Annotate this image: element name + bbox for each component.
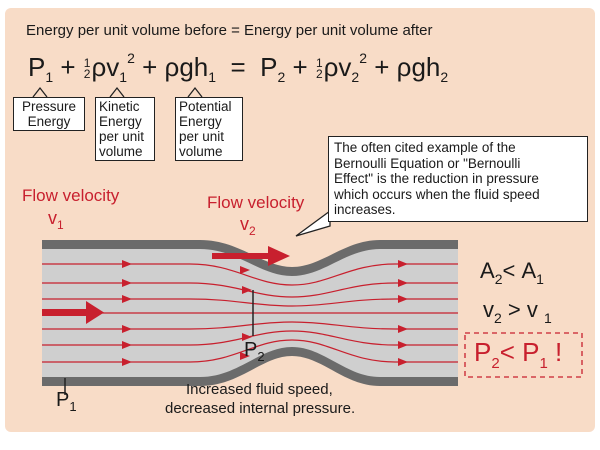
caret-pressure — [32, 86, 48, 98]
flow-velocity-1-label: Flow velocity — [22, 186, 120, 205]
eq-sub: 2 — [351, 69, 360, 85]
eq-pressure-1: P1 — [28, 52, 54, 85]
pressure-highlight-box — [464, 332, 583, 378]
arrowhead — [240, 352, 250, 360]
eq-plus: + — [142, 52, 158, 82]
eq-sub: 1 — [119, 69, 128, 85]
callout-line: increases. — [334, 202, 396, 217]
bernoulli-effect-callout: The often cited example of the Bernoulli… — [328, 136, 588, 222]
streamline-2 — [42, 282, 458, 298]
arrowhead — [242, 333, 252, 341]
streamline-3 — [42, 298, 458, 307]
arrowhead — [122, 295, 132, 303]
streamline-6 — [42, 330, 458, 346]
eq-rho-gh: ρgh — [164, 52, 209, 82]
callout-line: The often cited example of the — [334, 140, 516, 155]
v2-symbol: v2 — [240, 214, 256, 238]
box-line: Energy — [179, 114, 222, 129]
arrowhead — [122, 279, 132, 287]
arrowhead — [122, 325, 132, 333]
pressure-energy-box: Pressure Energy — [13, 97, 85, 131]
velocity-relation: v2 > v 1 — [483, 297, 552, 326]
eq-pressure-2: P2 — [260, 52, 286, 85]
callout-line: Effect" is the reduction in pressure — [334, 171, 539, 186]
box-line: volume — [99, 144, 143, 159]
flow-arrow-inlet — [42, 301, 104, 324]
p2-label: P2 — [244, 339, 265, 364]
streamline-1 — [42, 263, 458, 286]
eq-sub: 1 — [208, 69, 217, 85]
callout-pointer — [295, 209, 331, 237]
box-line: volume — [179, 144, 223, 159]
eq-sub: 2 — [440, 69, 449, 85]
streamline-7 — [42, 339, 458, 363]
arrowhead — [398, 260, 408, 268]
arrowhead — [398, 295, 408, 303]
arrowhead — [398, 358, 408, 366]
eq-equals: = — [230, 52, 246, 82]
p1-label: P1 — [56, 389, 77, 414]
heading-text: Energy per unit volume before = Energy p… — [26, 22, 433, 39]
flow-velocity-2-label: Flow velocity — [207, 193, 305, 212]
eq-squared: 2 — [127, 50, 135, 66]
eq-plus: + — [292, 52, 308, 82]
box-line: Energy — [27, 114, 71, 129]
flow-arrow-throat — [212, 246, 290, 266]
arrowhead — [398, 325, 408, 333]
kinetic-energy-box: Kinetic Energy per unit volume — [95, 97, 155, 161]
arrowhead — [122, 358, 132, 366]
pipe-bottom-wall — [42, 347, 458, 386]
callout-line: which occurs when the fluid speed — [334, 186, 540, 202]
box-line: Pressure — [21, 99, 77, 114]
box-line: per unit — [99, 129, 145, 144]
box-line: Energy — [99, 114, 142, 129]
caption-line-2: decreased internal pressure. — [165, 400, 356, 417]
arrowhead — [240, 266, 250, 274]
potential-energy-box: Potential Energy per unit volume — [175, 97, 243, 161]
caption-line-1: Increased fluid speed, — [186, 381, 333, 398]
pressure-relation: P2< P1 ! — [474, 337, 563, 372]
box-line: per unit — [179, 129, 225, 144]
streamline-5 — [42, 321, 458, 330]
callout-line: Bernoulli Equation or "Bernoulli — [334, 155, 521, 171]
arrowhead — [242, 286, 252, 294]
eq-squared: 2 — [359, 50, 368, 66]
eq-rho-v: ρv — [91, 52, 120, 82]
eq-plus: + — [60, 52, 76, 82]
arrowhead — [398, 279, 408, 287]
box-line: Potential — [179, 99, 232, 114]
arrowhead — [398, 341, 408, 349]
area-relation: A2< A1 — [480, 258, 544, 287]
v1-symbol: v1 — [48, 208, 64, 232]
eq-rho-v: ρv — [323, 52, 352, 82]
eq-plus: + — [374, 52, 390, 82]
arrowhead — [122, 260, 132, 268]
arrowhead — [122, 341, 132, 349]
caret-potential — [187, 86, 203, 98]
caret-kinetic — [109, 86, 125, 98]
eq-rho-gh: ρgh — [396, 52, 441, 82]
box-line: Kinetic — [99, 99, 140, 114]
